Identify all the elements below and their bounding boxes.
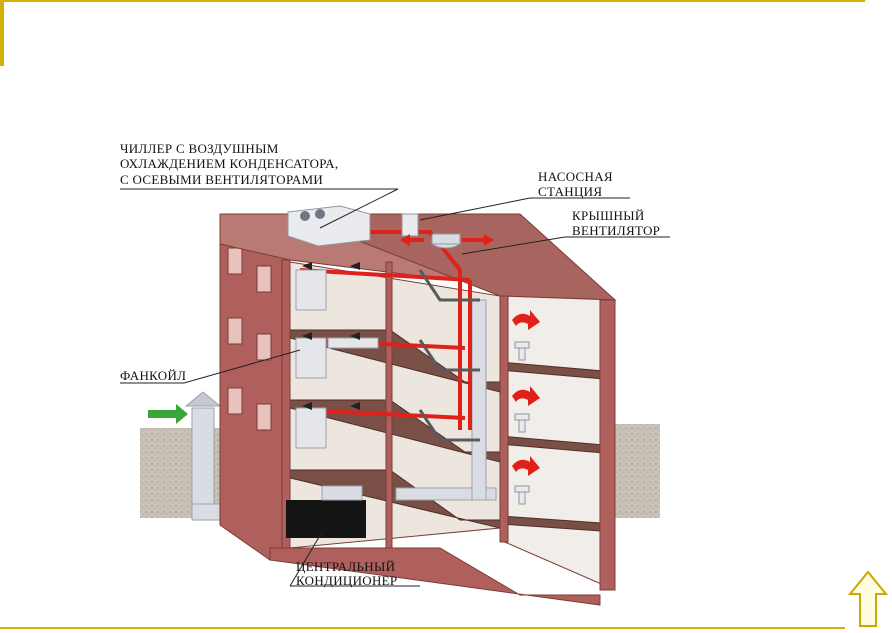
pump-station <box>401 213 419 237</box>
label-chiller-2: ОХЛАЖДЕНИЕМ КОНДЕНСАТОРА, <box>120 156 338 171</box>
label-fancoil: ФАНКОЙЛ <box>120 368 186 383</box>
bottom-rule <box>0 627 845 629</box>
chilled-water-pipes <box>299 230 472 430</box>
supply-arrows <box>302 262 360 410</box>
exhaust-arrows <box>512 310 540 476</box>
central-air-handler <box>286 299 497 538</box>
bathroom-sinks <box>514 341 530 505</box>
label-chiller-3: С ОСЕВЫМИ ВЕНТИЛЯТОРАМИ <box>120 172 323 187</box>
left-accent-bar <box>0 0 4 66</box>
building-facade <box>219 213 617 606</box>
label-ahu-1: ЦЕНТРАЛЬНЫЙ <box>296 559 395 574</box>
fancoil-units <box>295 269 379 449</box>
top-rule <box>0 0 865 2</box>
label-pump-2: СТАНЦИЯ <box>538 184 602 199</box>
duct-risers <box>418 269 480 442</box>
roof-fan <box>400 233 494 249</box>
leader-lines <box>120 188 670 587</box>
roof-chiller <box>287 205 371 247</box>
label-ahu-2: КОНДИЦИОНЕР <box>296 573 397 588</box>
intake-arrow-icon <box>148 404 188 424</box>
up-arrow-icon[interactable] <box>846 568 890 628</box>
label-fan-1: КРЫШНЫЙ <box>572 208 645 223</box>
label-pump-1: НАСОСНАЯ <box>538 169 613 184</box>
label-chiller-1: ЧИЛЛЕР С ВОЗДУШНЫМ <box>120 141 279 156</box>
label-fan-2: ВЕНТИЛЯТОР <box>572 223 660 238</box>
